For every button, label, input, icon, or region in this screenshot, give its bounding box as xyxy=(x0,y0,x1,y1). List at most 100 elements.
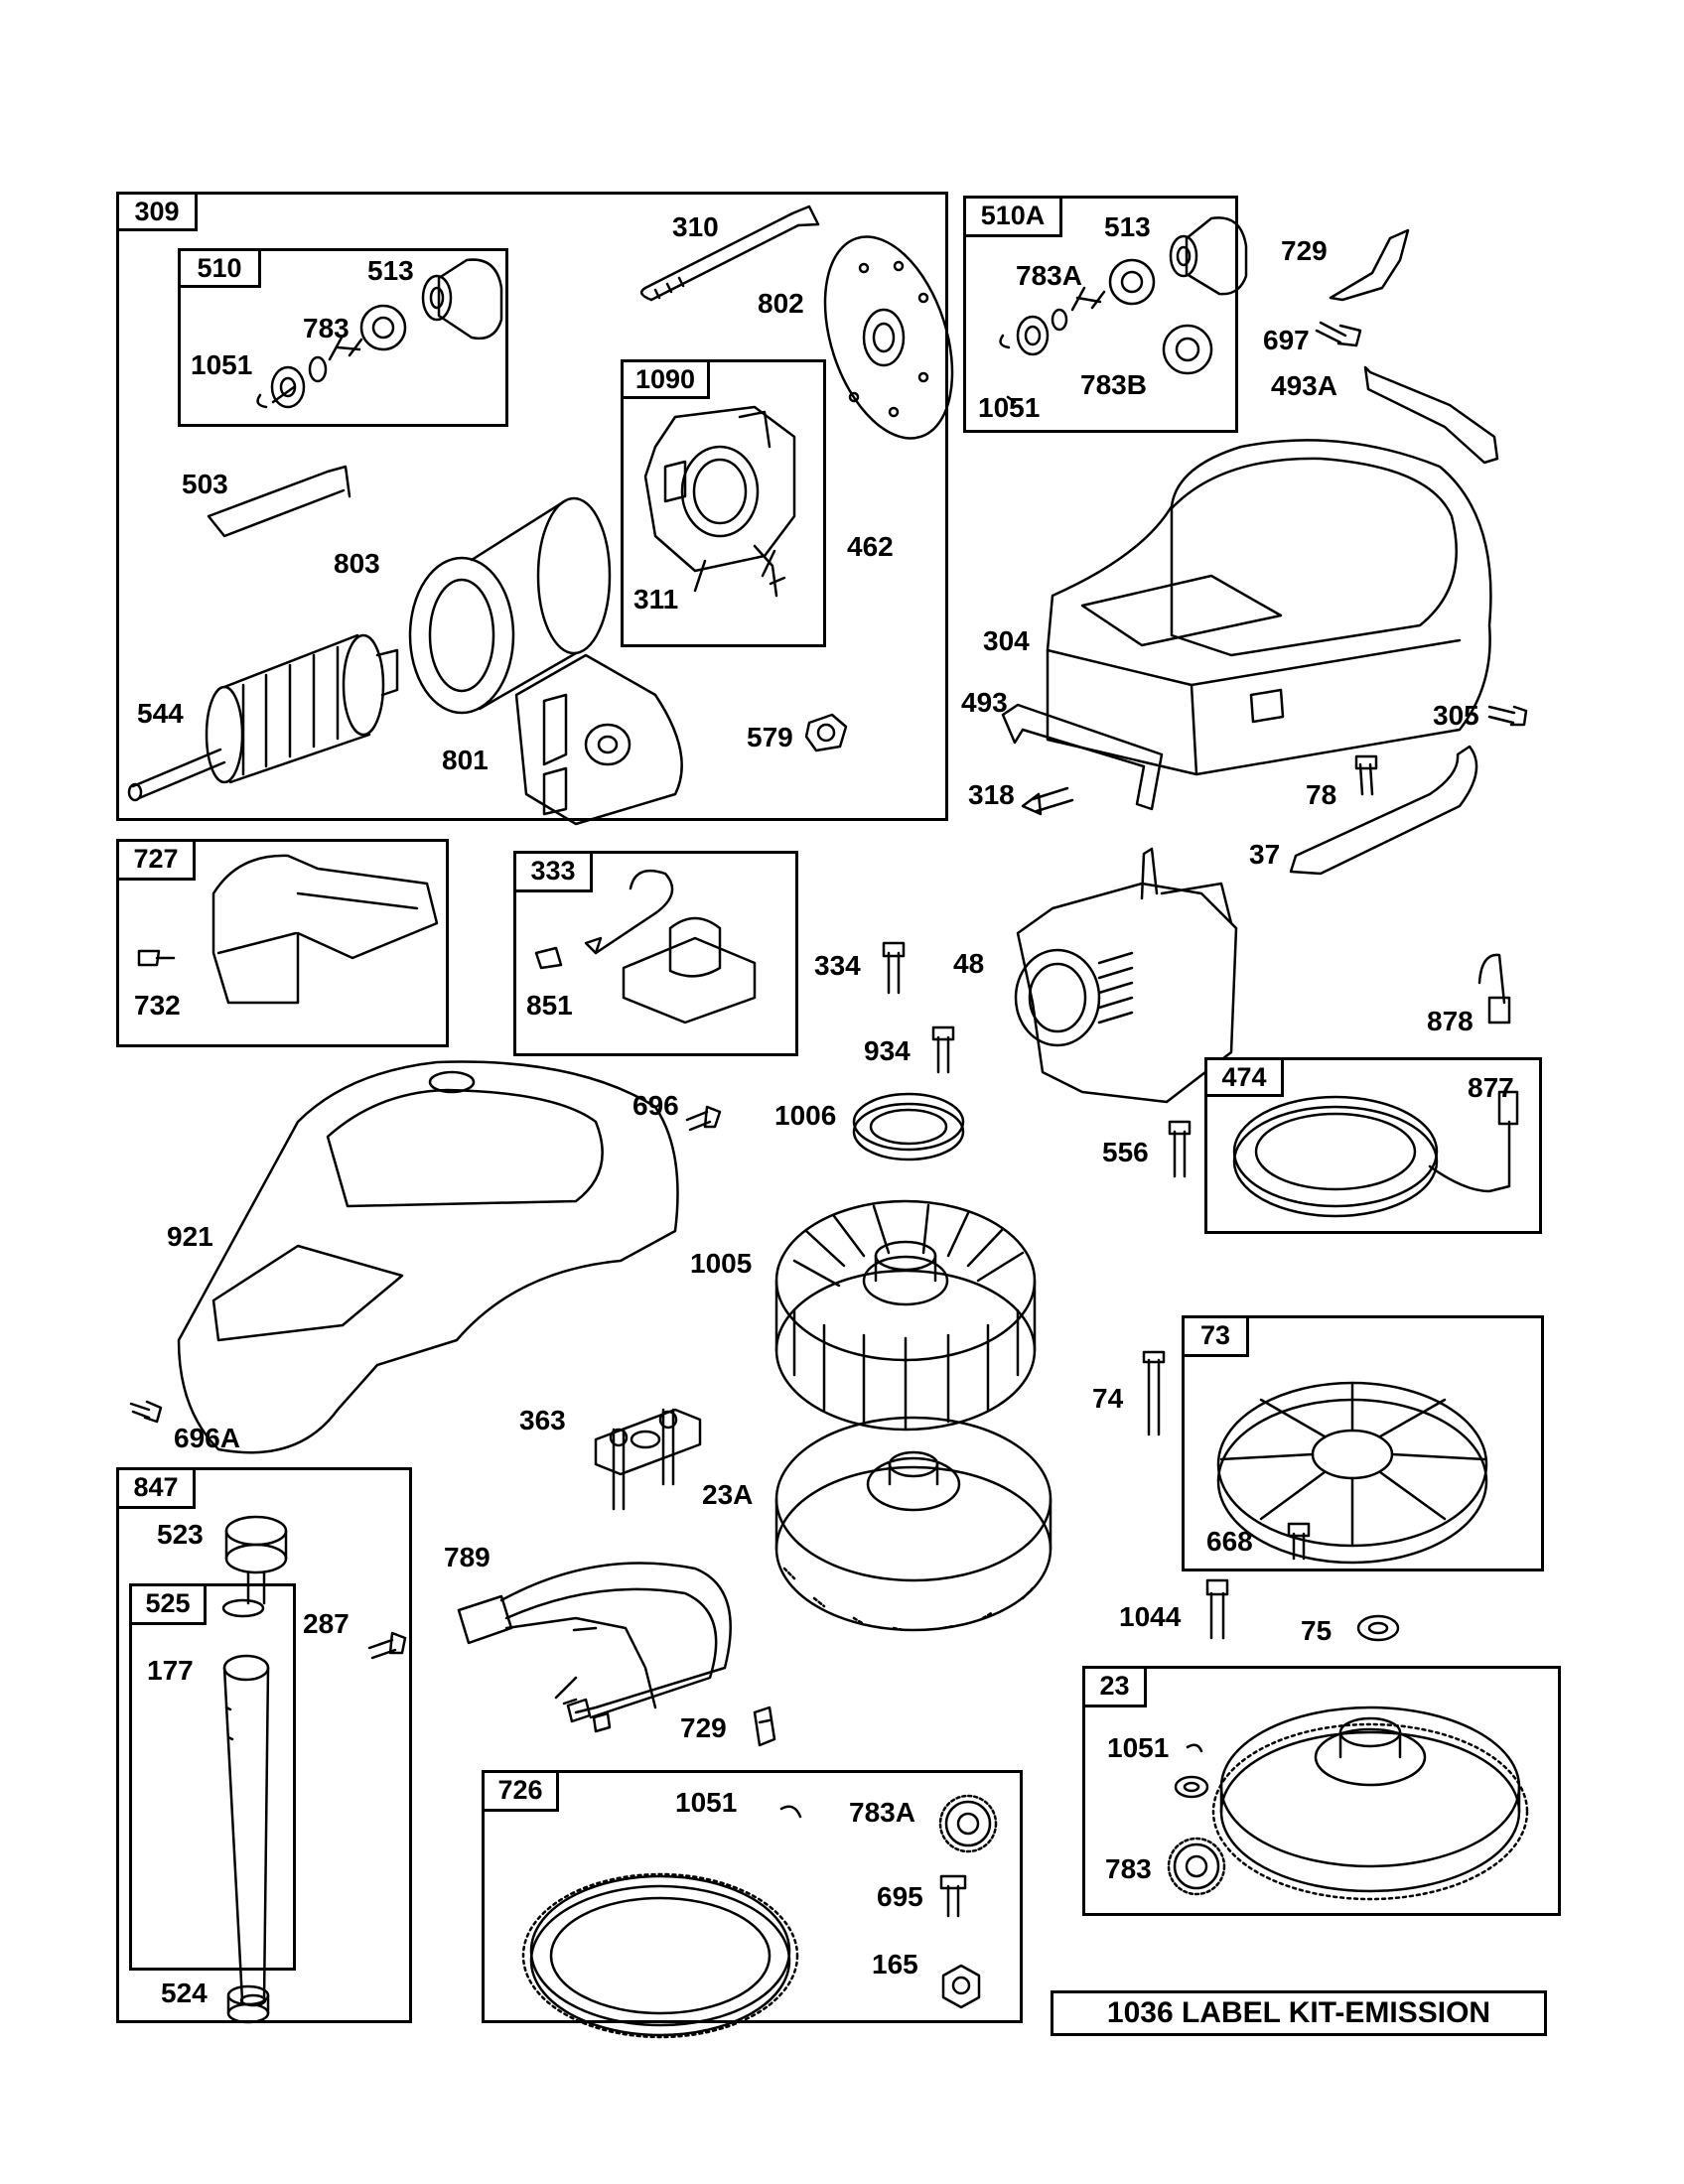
part-label-801: 801 xyxy=(442,745,489,775)
part-label-934: 934 xyxy=(864,1035,911,1066)
group-label-847: 847 xyxy=(116,1467,196,1509)
armature-333-drawing xyxy=(534,869,757,1024)
part-label-783-23: 783 xyxy=(1105,1853,1152,1884)
tube-525-drawing xyxy=(222,1654,270,2007)
group-label-510A: 510A xyxy=(963,196,1062,237)
bracket-493A-drawing xyxy=(1363,365,1499,465)
group-label-73: 73 xyxy=(1182,1315,1249,1357)
group-label-474: 474 xyxy=(1204,1057,1284,1097)
drive-510A-drawing xyxy=(999,216,1248,375)
screw-696-drawing xyxy=(685,1105,722,1132)
part-label-318: 318 xyxy=(968,779,1015,810)
screw-695-drawing xyxy=(939,1874,967,1918)
group-box-510A xyxy=(963,196,1238,433)
part-label-305: 305 xyxy=(1433,700,1479,731)
group-box-525 xyxy=(129,1583,296,1971)
alternator-474-drawing xyxy=(1232,1090,1519,1218)
wire-878-drawing xyxy=(1477,953,1511,1024)
part-label-503: 503 xyxy=(182,469,228,499)
part-label-493A: 493A xyxy=(1271,370,1337,401)
screw-287-drawing xyxy=(367,1631,407,1660)
screen-73-drawing xyxy=(1216,1381,1488,1565)
blower-housing-921-drawing xyxy=(177,1060,679,1454)
washer-75-drawing xyxy=(1356,1614,1400,1642)
part-label-921: 921 xyxy=(167,1221,213,1252)
screw-556-drawing xyxy=(1168,1120,1192,1178)
part-label-556: 556 xyxy=(1102,1137,1149,1167)
stud-1044-drawing xyxy=(1205,1578,1229,1640)
part-label-783A-726: 783A xyxy=(849,1797,915,1828)
group-box-23 xyxy=(1082,1666,1561,1916)
washer-23-drawing xyxy=(1174,1775,1209,1799)
bracket-493-drawing xyxy=(1001,703,1164,811)
gear-783A-726-drawing xyxy=(938,1794,998,1853)
part-label-1006: 1006 xyxy=(774,1100,837,1131)
part-label-544: 544 xyxy=(137,698,184,729)
part-label-783B: 783B xyxy=(1080,369,1147,400)
screw-934-drawing xyxy=(931,1025,955,1074)
part-label-524: 524 xyxy=(161,1978,208,2008)
housing-803-drawing xyxy=(408,496,612,715)
part-label-1005: 1005 xyxy=(690,1248,753,1279)
ring-1006-drawing xyxy=(852,1092,965,1161)
group-box-726 xyxy=(482,1770,1023,2023)
drive-510-drawing xyxy=(256,258,503,409)
group-label-333: 333 xyxy=(513,851,593,892)
part-label-579: 579 xyxy=(747,722,793,752)
flywheel-23A-drawing xyxy=(774,1416,1052,1632)
screw-74-drawing xyxy=(1142,1350,1166,1436)
clip-729-drawing xyxy=(753,1706,776,1747)
group-label-23: 23 xyxy=(1082,1666,1147,1707)
part-label-783A-510A: 783A xyxy=(1016,260,1082,291)
end-plate-801-drawing xyxy=(514,653,683,826)
part-label-668: 668 xyxy=(1206,1526,1253,1557)
group-box-309 xyxy=(116,192,948,821)
part-label-165: 165 xyxy=(872,1949,918,1979)
group-box-1090 xyxy=(621,359,826,647)
part-label-462: 462 xyxy=(847,531,894,562)
screw-305-drawing xyxy=(1487,705,1528,727)
bracket-729-drawing xyxy=(1329,228,1410,302)
baffle-727-drawing xyxy=(137,854,439,1005)
flywheel-23-drawing xyxy=(1211,1706,1529,1901)
part-label-177: 177 xyxy=(147,1655,194,1686)
bracket-363-drawing xyxy=(594,1408,702,1511)
nut-165-drawing xyxy=(941,1964,981,2009)
part-label-513-510A: 513 xyxy=(1104,211,1151,242)
bracket-503-drawing xyxy=(207,465,351,538)
flywheel-1005-drawing xyxy=(774,1199,1037,1432)
group-box-510 xyxy=(178,248,508,427)
part-label-513: 513 xyxy=(367,255,414,286)
gear-783-23-drawing xyxy=(1167,1837,1226,1896)
screw-697-drawing xyxy=(1315,321,1362,347)
group-box-847 xyxy=(116,1467,412,2023)
group-label-1090: 1090 xyxy=(621,359,710,399)
part-label-851: 851 xyxy=(526,990,573,1021)
end-plate-802-drawing xyxy=(823,235,954,440)
screw-318-drawing xyxy=(1021,786,1074,816)
part-label-287: 287 xyxy=(303,1608,350,1639)
part-label-1051: 1051 xyxy=(191,349,253,380)
part-label-311: 311 xyxy=(633,584,679,614)
bolt-310-drawing xyxy=(639,205,820,302)
armature-544-drawing xyxy=(127,633,399,802)
brush-assembly-1090-drawing xyxy=(643,405,796,598)
part-label-783: 783 xyxy=(303,313,350,343)
part-label-802: 802 xyxy=(758,288,804,319)
screw-78-drawing xyxy=(1354,754,1378,796)
part-label-732: 732 xyxy=(134,990,181,1021)
group-box-73 xyxy=(1182,1315,1544,1571)
group-label-525: 525 xyxy=(129,1583,207,1625)
part-label-523: 523 xyxy=(157,1519,204,1550)
part-label-696A: 696A xyxy=(174,1423,240,1453)
clip-1051-726-drawing xyxy=(779,1805,802,1819)
part-label-1044: 1044 xyxy=(1119,1601,1182,1632)
part-label-37: 37 xyxy=(1249,839,1281,870)
screw-334-drawing xyxy=(882,941,906,995)
ring-gear-726-drawing xyxy=(521,1872,799,2039)
part-label-74: 74 xyxy=(1092,1383,1124,1414)
engine-block-48-drawing xyxy=(1014,847,1238,1104)
emission-label-box: 1036 LABEL KIT-EMISSION xyxy=(1051,1990,1547,2036)
part-label-363: 363 xyxy=(519,1405,566,1435)
